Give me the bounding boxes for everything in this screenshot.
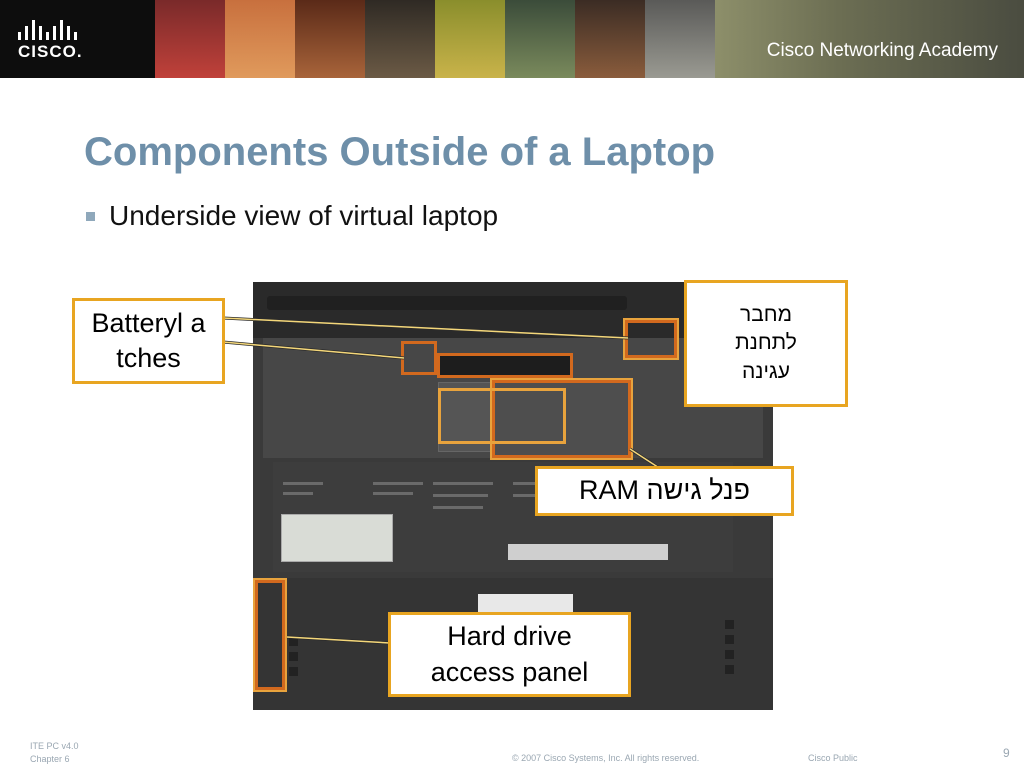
callout-hard-drive-panel: Hard drive access panel (388, 612, 631, 697)
cisco-logo-text: CISCO. (18, 42, 83, 61)
bullet-square-icon (86, 211, 95, 221)
bullet-text: Underside view of virtual laptop (109, 200, 499, 231)
callout-ram-panel: פנל גישה RAM (535, 466, 794, 516)
docking-connector-strip (438, 354, 573, 376)
callout-battery-latches: Batteryl atches (72, 298, 225, 384)
cisco-bridge-icon (18, 20, 77, 40)
footer-classification: Cisco Public (808, 753, 858, 763)
highlight-battery-latch-left (401, 341, 437, 375)
highlight-battery-latch-right (625, 320, 677, 358)
footer-course-line1: ITE PC v4.0 (30, 741, 79, 751)
callout-ram-panel-text: פנל גישה RAM (579, 475, 750, 506)
highlight-ram-panel-inner (438, 388, 566, 444)
barcode-sticker (508, 544, 668, 560)
banner-photo-collage (155, 0, 715, 78)
highlight-docking-connector (437, 353, 573, 378)
slide-title: Components Outside of a Laptop (84, 130, 716, 174)
footer-course-line2: Chapter 6 (30, 754, 70, 764)
callout-battery-latches-text: Batteryl atches (91, 307, 206, 373)
callout-docking-connector-text: מחבר לתחנת עגינה (735, 302, 797, 383)
academy-title: Cisco Networking Academy (766, 40, 998, 61)
memory-plate-right (493, 380, 628, 460)
highlight-hard-drive-panel (255, 580, 285, 690)
highlight-ram-panel (492, 380, 631, 458)
white-label (478, 594, 573, 616)
bullet-item: Underside view of virtual laptop (86, 200, 498, 232)
page-number: 9 (1003, 746, 1010, 760)
certificate-sticker (281, 514, 393, 562)
footer-copyright: © 2007 Cisco Systems, Inc. All rights re… (512, 753, 700, 763)
header-banner: CISCO. Cisco Networking Academy (0, 0, 1024, 78)
cisco-logo: CISCO. (0, 0, 155, 78)
footer-course-info: ITE PC v4.0 Chapter 6 (30, 740, 79, 766)
callout-hard-drive-panel-text: Hard drive access panel (430, 621, 589, 687)
callout-docking-connector: מחבר לתחנת עגינה (684, 280, 848, 407)
academy-brand: Cisco Networking Academy (715, 0, 1024, 78)
